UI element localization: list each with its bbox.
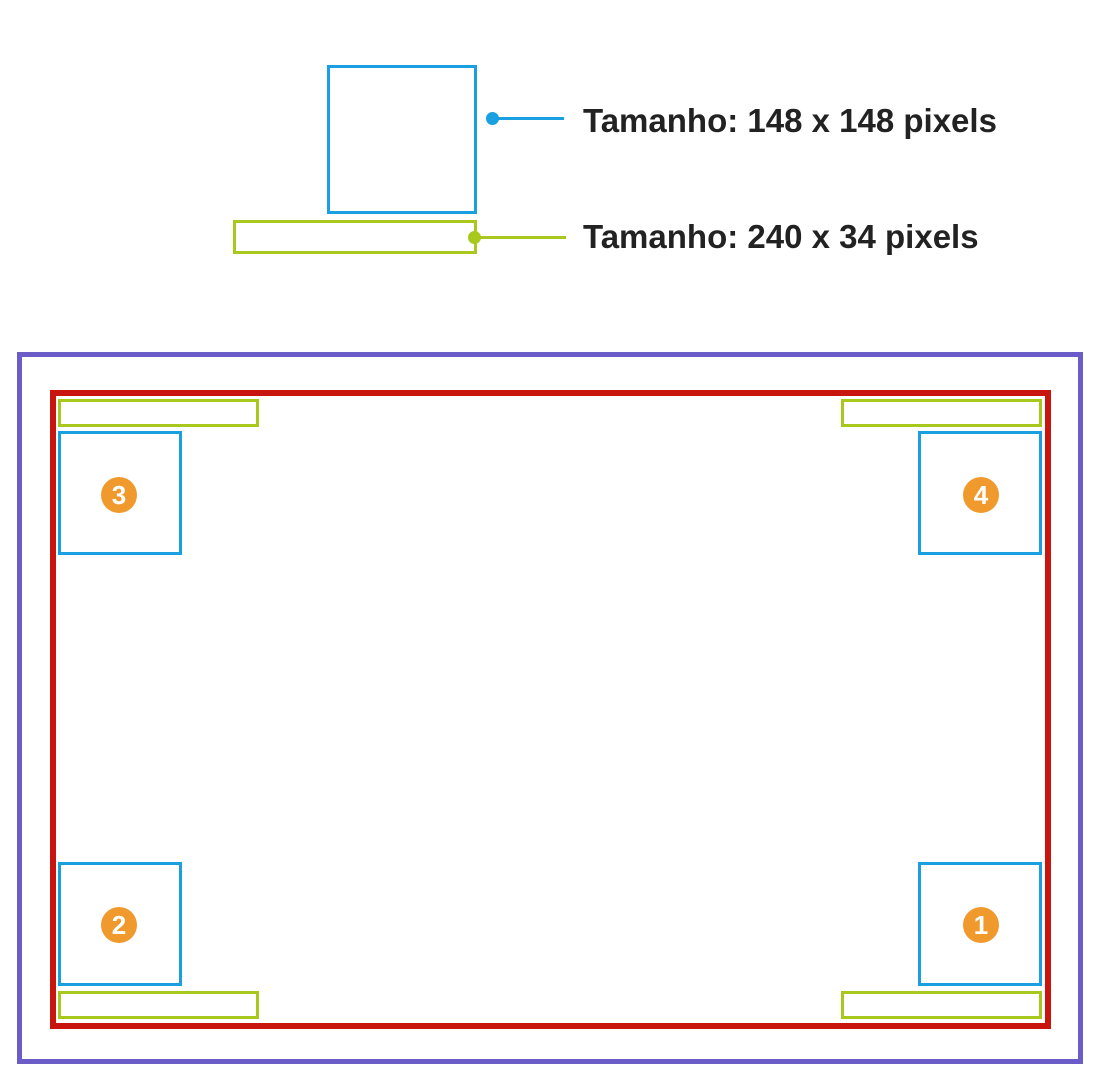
- slot-square-top-right: 4: [918, 431, 1042, 555]
- position-badge-1: 1: [963, 907, 999, 943]
- slot-bar-top-left: [58, 399, 259, 427]
- slot-bar-top-right: [841, 399, 1042, 427]
- slot-square-bottom-right: 1: [918, 862, 1042, 986]
- legend-bar-connector: [474, 236, 566, 239]
- position-badge-2: 2: [101, 907, 137, 943]
- legend-bar-sample: [233, 220, 477, 254]
- legend-bar-dot: [468, 231, 481, 244]
- position-badge-4: 4: [963, 477, 999, 513]
- legend-square-sample: [327, 65, 477, 214]
- slot-square-top-left: 3: [58, 431, 182, 555]
- slot-bar-bottom-right: [841, 991, 1042, 1019]
- legend-square-dot: [486, 112, 499, 125]
- slot-bar-bottom-left: [58, 991, 259, 1019]
- legend-square-connector: [492, 117, 564, 120]
- legend-bar-label: Tamanho: 240 x 34 pixels: [583, 218, 979, 255]
- legend-square-label: Tamanho: 148 x 148 pixels: [583, 102, 997, 139]
- position-badge-3: 3: [101, 477, 137, 513]
- outer-frame: [17, 352, 1083, 1064]
- inner-frame: [50, 390, 1051, 1029]
- slot-square-bottom-left: 2: [58, 862, 182, 986]
